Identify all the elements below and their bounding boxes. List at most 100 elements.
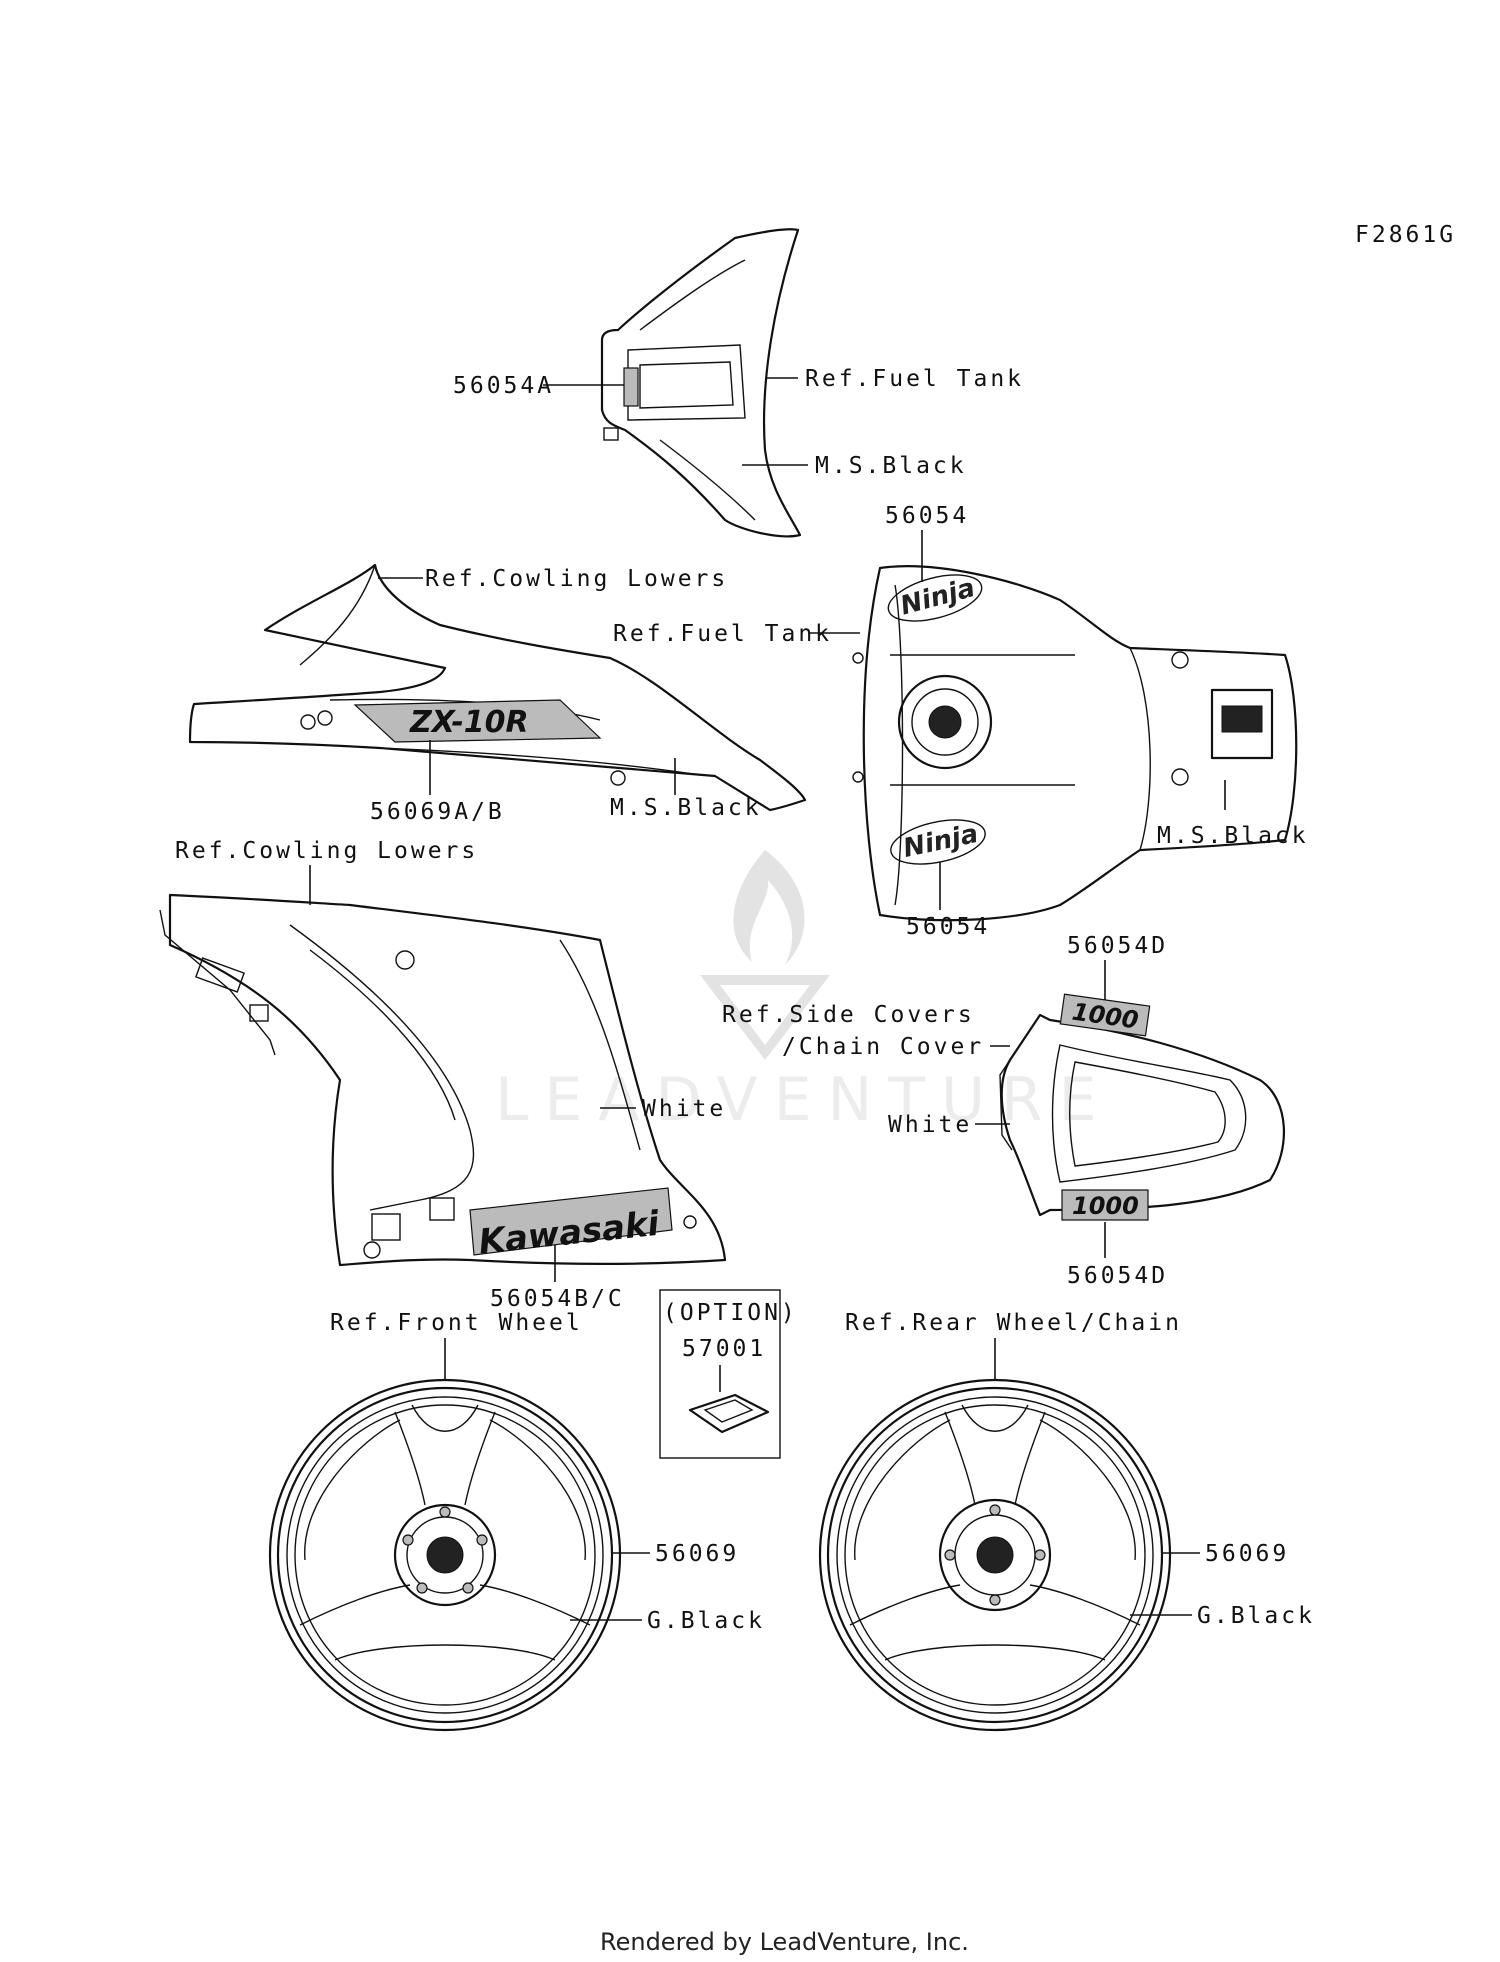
ninja-decal-bottom: Ninja: [890, 819, 986, 865]
rear-wheel-axle: [976, 1536, 1014, 1574]
label-front-part: 56069: [655, 1541, 739, 1567]
rear-wheel-rim-4: [844, 1404, 1146, 1706]
side-cowl-edge: [559, 939, 641, 1151]
emblem-bottom-text: 1000: [1072, 1192, 1139, 1220]
lower-cowl-lower-line: [379, 747, 701, 776]
upper-cowl-panel-inner: [639, 361, 734, 409]
label-side-cowl-ref: Ref.Cowling Lowers: [175, 838, 478, 864]
label-seat-color: White: [888, 1112, 972, 1138]
front-wheel-axle: [426, 1536, 464, 1574]
rear-wheel-assembly: Ref.Rear Wheel/Chain 56069 G.Black: [818, 1310, 1315, 1732]
label-front-ref: Ref.Front Wheel: [330, 1310, 583, 1336]
rear-wheel-rim-2: [826, 1386, 1164, 1724]
upper-cowl-assembly: 56054A Ref.Fuel Tank M.S.Black: [453, 228, 1024, 538]
option-box: (OPTION) 57001: [659, 1289, 798, 1459]
side-cowl-hole: [395, 950, 415, 970]
upper-cowl-panel: [627, 344, 746, 421]
rear-wheel-hub: [938, 1498, 1052, 1612]
label-rear-part: 56069: [1205, 1541, 1289, 1567]
zx10r-decal-bg: [353, 699, 602, 743]
tank-side-hole: [852, 652, 864, 664]
front-wheel-bolt: [476, 1534, 488, 1546]
tank-side-hole: [852, 771, 864, 783]
side-cowl-inner-swoop: [309, 949, 456, 1121]
front-wheel-spokes: [299, 1411, 591, 1661]
front-wheel-assembly: Ref.Front Wheel 56069 G.Black: [268, 1310, 765, 1732]
kawasaki-decal-bg: [469, 1187, 673, 1256]
seat-cowl-outline: [1000, 1013, 1285, 1217]
rear-wheel-bolt: [989, 1594, 1001, 1606]
label-upper-ref: Ref.Fuel Tank: [805, 366, 1024, 392]
front-wheel-rim-2: [276, 1386, 614, 1724]
side-cowl-slot: [371, 1213, 401, 1241]
option-part-shape: [688, 1393, 770, 1434]
rear-wheel-rim-3: [836, 1396, 1154, 1714]
side-cowl-slot: [195, 957, 245, 993]
lower-cowl-top-line: [299, 564, 376, 666]
side-cowl-outline: [168, 893, 727, 1267]
seat-cowl-inner: [1069, 1061, 1226, 1167]
label-seat-bottom: 56054D: [1067, 1263, 1168, 1289]
label-seat-ref-line2: /Chain Cover: [782, 1034, 984, 1060]
tank-mount-hole: [1171, 651, 1189, 669]
side-cowl-inner-frame: [159, 909, 276, 1056]
lower-cowl-hole: [300, 714, 316, 730]
fuel-cap-mid: [911, 688, 979, 756]
figure-code: F2861G: [1355, 222, 1456, 248]
option-part-detail: [703, 1399, 754, 1423]
side-cowl-hole: [683, 1215, 697, 1229]
fuel-tank-inner-outline: [894, 584, 904, 906]
seat-cowl-assembly: 1000 1000 56054D Ref.Side Covers /Chain …: [722, 933, 1285, 1289]
side-cowl-swoop: [289, 924, 475, 1211]
side-cowl-hole: [363, 1241, 381, 1259]
label-upper-color: M.S.Black: [815, 453, 967, 479]
tank-rear-bracket-inner: [1221, 705, 1263, 733]
emblem-bottom-bg: [1061, 1189, 1149, 1221]
front-wheel-bolt: [439, 1506, 451, 1518]
label-seat-ref-line1: Ref.Side Covers: [722, 1002, 975, 1028]
fuel-cap-center: [928, 705, 962, 739]
watermark-chevron-icon: [700, 975, 830, 1060]
lower-cowl-hole: [610, 770, 626, 786]
rear-wheel-spoke-gaps: [854, 1404, 1136, 1561]
front-wheel-spoke-gaps: [304, 1404, 586, 1561]
rear-wheel-bolt: [944, 1549, 956, 1561]
label-rear-ref: Ref.Rear Wheel/Chain: [845, 1310, 1182, 1336]
front-wheel-rim-3: [286, 1396, 604, 1714]
footer-credit: Rendered by LeadVenture, Inc.: [600, 1928, 969, 1956]
tank-mount-hole: [1171, 768, 1189, 786]
seat-cowl-side: [999, 1059, 1013, 1151]
lower-cowl-outline: [188, 563, 807, 812]
label-side-cowl-part: 56054B/C: [490, 1286, 625, 1312]
tank-rear-bracket: [1210, 688, 1274, 760]
upper-cowl-mount: [603, 427, 619, 441]
label-rear-color: G.Black: [1197, 1603, 1315, 1629]
front-wheel-rim-4: [294, 1404, 596, 1706]
rear-wheel-spokes: [849, 1411, 1141, 1661]
rear-wheel-bolt: [989, 1504, 1001, 1516]
label-tank-bottom: 56054: [906, 914, 990, 940]
label-front-color: G.Black: [647, 1608, 765, 1634]
label-lower-cowl-ref: Ref.Cowling Lowers: [425, 566, 728, 592]
label-lower-cowl-part: 56069A/B: [370, 799, 505, 825]
upper-cowl-side-line: [659, 439, 756, 521]
label-56054a: 56054A: [453, 373, 554, 399]
label-side-cowl-color: White: [642, 1096, 726, 1122]
option-box-frame: [659, 1289, 781, 1459]
lower-cowl-assembly: ZX-10R Ref.Cowling Lowers 56069A/B M.S.B…: [188, 563, 807, 825]
upper-cowl-decal-56054a: [623, 367, 639, 407]
watermark-flame-icon: [733, 850, 805, 965]
upper-cowl-outline: [600, 228, 802, 538]
ninja-decal-top-text: Ninja: [897, 573, 978, 622]
rear-wheel-bolt: [1034, 1549, 1046, 1561]
side-cowl-slot: [429, 1197, 455, 1221]
front-wheel-hub: [393, 1503, 497, 1607]
zx10r-decal-text: ZX-10R: [409, 705, 529, 740]
fuel-tank-outline: [862, 565, 1298, 922]
label-option-title: (OPTION): [663, 1300, 798, 1326]
side-cowl-slot: [249, 1004, 269, 1022]
watermark: LEADVENTURE: [495, 850, 1097, 1135]
label-lower-cowl-color: M.S.Black: [610, 795, 762, 821]
fuel-cap-outer: [897, 674, 993, 770]
